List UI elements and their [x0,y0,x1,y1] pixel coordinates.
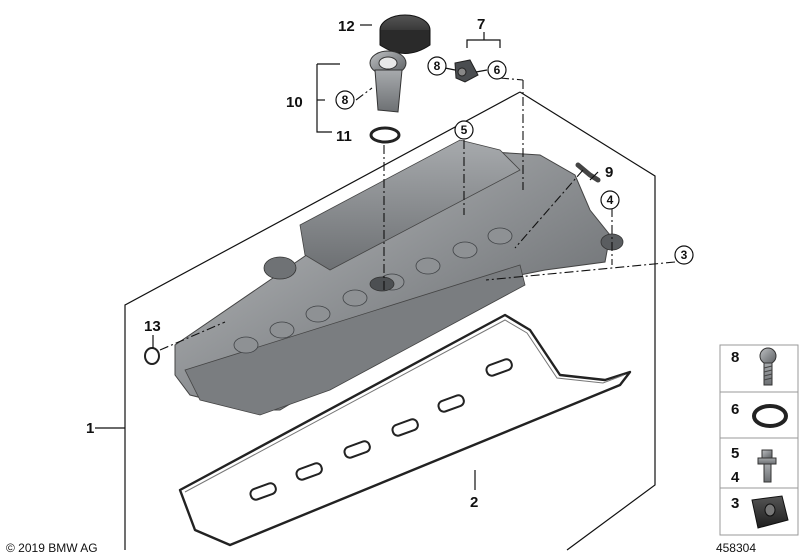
callout-13: 13 [144,318,161,335]
assembly-outline [95,91,656,551]
legend-item-rubber-mount: 3 [731,495,789,529]
callout-8a-circle [427,56,447,76]
callout-6: 6 [494,63,501,77]
filler-neck [369,50,407,113]
callout-3: 3 [681,248,688,262]
parts-legend: 8 6 5 4 3 [719,344,799,536]
callout-4: 4 [607,193,614,207]
gasket [178,313,632,547]
callout-8b: 8 [342,93,349,107]
callout-12: 12 [338,18,355,35]
callout-5: 5 [461,123,468,137]
callout-7: 7 [477,16,485,33]
callout-2: 2 [470,494,478,511]
legend-label-8: 8 [731,349,739,366]
callout-6-circle [487,60,507,80]
callout-8a: 8 [434,59,441,73]
legend-label-4: 4 [731,469,740,486]
legend-item-o-ring: 6 [731,401,788,428]
o-ring-13 [144,347,160,365]
legend-label-6: 6 [731,401,739,418]
diagram-id-label: 458304 [715,541,756,555]
legend-label-3: 3 [731,495,739,512]
callout-9: 9 [605,164,613,181]
callout-8b-circle [335,90,355,110]
callout-5-circle [454,120,474,140]
copyright-text: © 2019 BMW AG [6,541,98,555]
callout-labels: 12 10 11 7 9 13 1 2 8 6 8 5 4 3 [86,16,694,511]
callout-11: 11 [336,128,352,145]
callout-4-circle [600,190,620,210]
leader-lines [152,24,676,351]
valve-cover [174,139,624,416]
o-ring-11 [369,126,401,144]
legend-label-5: 5 [731,445,739,462]
hose-part-9 [575,162,601,183]
oil-filler-cap [379,14,431,54]
sensor-part-7 [454,59,479,83]
callout-10: 10 [286,94,303,111]
callout-3-circle [674,245,694,265]
legend-item-bolt: 8 [731,347,777,386]
callout-1: 1 [86,420,94,437]
legend-item-stud-bolt: 5 4 [731,445,777,486]
